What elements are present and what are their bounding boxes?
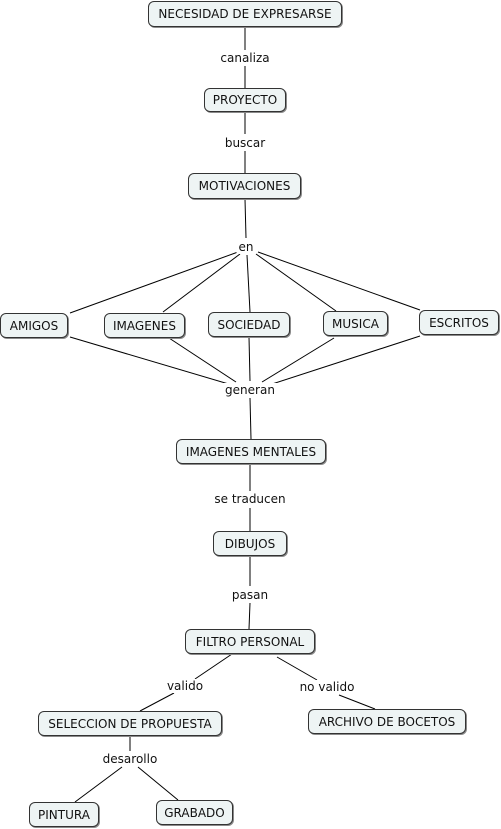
link-no-valido: no valido [297,680,357,694]
link-se-traducen: se traducen [212,492,288,506]
edge-amigos-generan [69,336,233,386]
edge-en-musica [255,253,337,312]
edge-generan-imagenes-mentales [249,397,252,440]
edge-desarollo-grabado [137,766,179,801]
node-necesidad-de-expresarse[interactable]: NECESIDAD DE EXPRESARSE [148,1,342,27]
edge-en-amigos [69,251,239,314]
link-valido: valido [164,679,206,693]
node-pintura[interactable]: PINTURA [29,802,99,827]
edge-no-valido-archivo [338,694,376,710]
link-generan: generan [223,383,277,397]
node-grabado[interactable]: GRABADO [156,800,233,825]
node-dibujos[interactable]: DIBUJOS [213,531,287,556]
edge-escritos-generan [265,335,421,387]
edge-pasan-filtro [248,602,251,630]
node-proyecto[interactable]: PROYECTO [204,88,286,112]
node-imagenes[interactable]: IMAGENES [104,313,185,338]
edge-valido-seleccion [139,692,175,712]
edge-en-imagenes [162,253,241,313]
node-archivo-de-bocetos[interactable]: ARCHIVO DE BOCETOS [308,709,466,734]
node-musica[interactable]: MUSICA [323,311,388,336]
edge-filtro-valido [194,653,233,680]
edge-sociedad-generan [248,336,251,382]
edge-en-escritos [257,251,421,311]
node-imagenes-mentales[interactable]: IMAGENES MENTALES [176,439,326,464]
link-canaliza: canaliza [218,51,272,65]
edge-filtro-no-valido [276,656,318,681]
edge-motivaciones-en [244,198,247,239]
node-filtro-personal[interactable]: FILTRO PERSONAL [185,629,315,654]
link-pasan: pasan [229,588,271,602]
edge-en-sociedad [246,254,251,313]
node-seleccion-de-propuesta[interactable]: SELECCION DE PROPUESTA [38,711,222,736]
node-amigos[interactable]: AMIGOS [0,313,68,338]
node-motivaciones[interactable]: MOTIVACIONES [188,173,301,199]
node-sociedad[interactable]: SOCIEDAD [208,312,290,337]
link-buscar: buscar [222,136,268,150]
edge-desarollo-pintura [74,766,123,803]
edge-musica-generan [261,337,335,383]
link-en: en [236,240,256,254]
link-desarollo: desarollo [100,752,160,766]
edge-imagenes-generan [168,337,237,383]
node-escritos[interactable]: ESCRITOS [419,310,499,335]
